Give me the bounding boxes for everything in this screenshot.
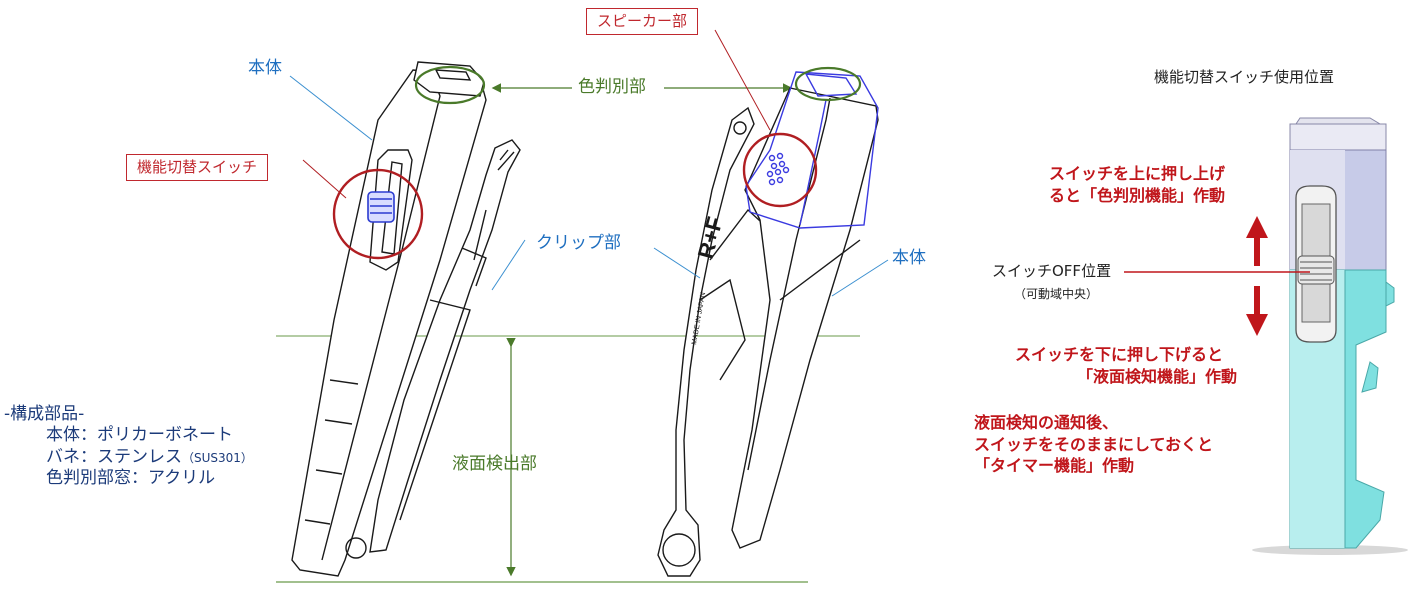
device-right — [657, 87, 879, 577]
component-spring: バネ：ステンレス（SUS301） — [46, 446, 253, 467]
leader-body-left — [289, 75, 373, 141]
arrow-up-head — [1246, 216, 1268, 238]
color-section-marker-right — [794, 66, 862, 102]
arrow-down-head — [1246, 314, 1268, 336]
speaker-holes — [766, 152, 790, 186]
device-left-clip — [369, 139, 521, 553]
leader-switch — [302, 159, 347, 199]
label-clip: クリップ部 — [536, 233, 621, 253]
device-right-clip — [657, 106, 755, 577]
label-color-section: 色判別部 — [578, 77, 646, 97]
switch-position-device — [1252, 117, 1408, 555]
label-body-left: 本体 — [248, 58, 282, 78]
leader-clip-left — [491, 239, 526, 291]
label-liquid-section: 液面検出部 — [452, 454, 537, 474]
leader-speaker — [714, 29, 771, 131]
device-left-body — [291, 69, 487, 577]
up-action-text: スイッチを上に押し上げ ると「色判別機能」作動 — [1049, 164, 1226, 205]
engraving-logo: R+F — [693, 214, 728, 261]
components-heading: -構成部品- — [4, 404, 85, 424]
color-section-marker-left — [414, 65, 486, 105]
down-action-text: スイッチを下に押し下げると 「液面検知機能」作動 — [1015, 345, 1238, 386]
timer-action-text: 液面検知の通知後、 スイッチをそのままにしておくと 「タイマー機能」作動 — [974, 413, 1214, 476]
leader-clip-right — [653, 247, 701, 279]
switch-position-title: 機能切替スイッチ使用位置 — [1154, 68, 1335, 86]
switch-off-sublabel: （可動域中央） — [1014, 287, 1099, 301]
component-body: 本体：ポリカーボネート — [46, 425, 233, 446]
label-speaker: スピーカー部 — [586, 8, 699, 35]
label-body-right: 本体 — [892, 248, 926, 268]
switch-off-label: スイッチOFF位置 — [992, 262, 1112, 280]
switch-highlight-circle — [332, 168, 424, 260]
label-switch: 機能切替スイッチ — [126, 154, 269, 181]
leader-body-right — [831, 259, 889, 297]
components-list: -構成部品- 本体：ポリカーボネート バネ：ステンレス（SUS301） 色判別部… — [4, 404, 253, 489]
component-window: 色判別部窓：アクリル — [46, 467, 216, 488]
device-left-switch-knob — [367, 191, 395, 223]
device-left — [291, 61, 521, 577]
device-right-body — [731, 87, 879, 549]
speaker-highlight-circle — [742, 132, 818, 208]
